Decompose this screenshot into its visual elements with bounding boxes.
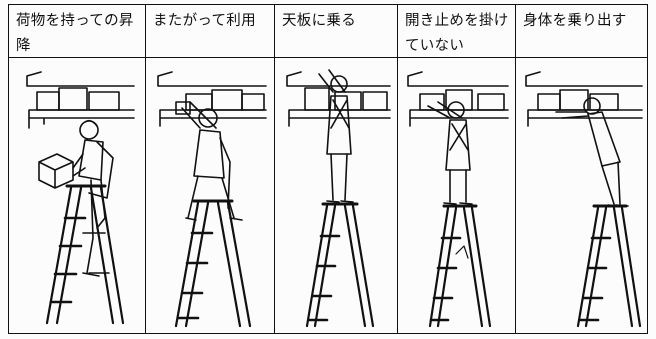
caption-cell-1: 荷物を持っての昇降 <box>8 4 145 57</box>
table-frame <box>8 4 648 334</box>
column-divider <box>397 4 398 334</box>
caption-cell-3: 天板に乗る <box>274 4 397 57</box>
person-standing-on-top-plate-icon <box>275 58 396 333</box>
person-on-unlocked-stepladder-icon <box>398 58 514 333</box>
header-divider <box>8 57 648 58</box>
person-carrying-box-on-stepladder-icon <box>9 58 144 333</box>
caption-cell-5: 身体を乗り出す <box>515 4 648 57</box>
caption-top-plate: 天板に乗る <box>282 13 356 29</box>
column-divider <box>515 4 516 334</box>
caption-leaning-out: 身体を乗り出す <box>523 13 627 29</box>
caption-no-spreader-lock: 開き止めを掛けていない <box>405 13 509 54</box>
person-leaning-out-from-stepladder-icon <box>516 58 647 333</box>
column-divider <box>145 4 146 334</box>
caption-straddling: またがって利用 <box>153 13 256 29</box>
column-divider <box>274 4 275 334</box>
caption-cell-4: 開き止めを掛けていない <box>397 4 515 57</box>
caption-cell-2: またがって利用 <box>145 4 274 57</box>
person-straddling-stepladder-icon <box>146 58 273 333</box>
caption-carrying-load: 荷物を持っての昇降 <box>16 13 134 54</box>
